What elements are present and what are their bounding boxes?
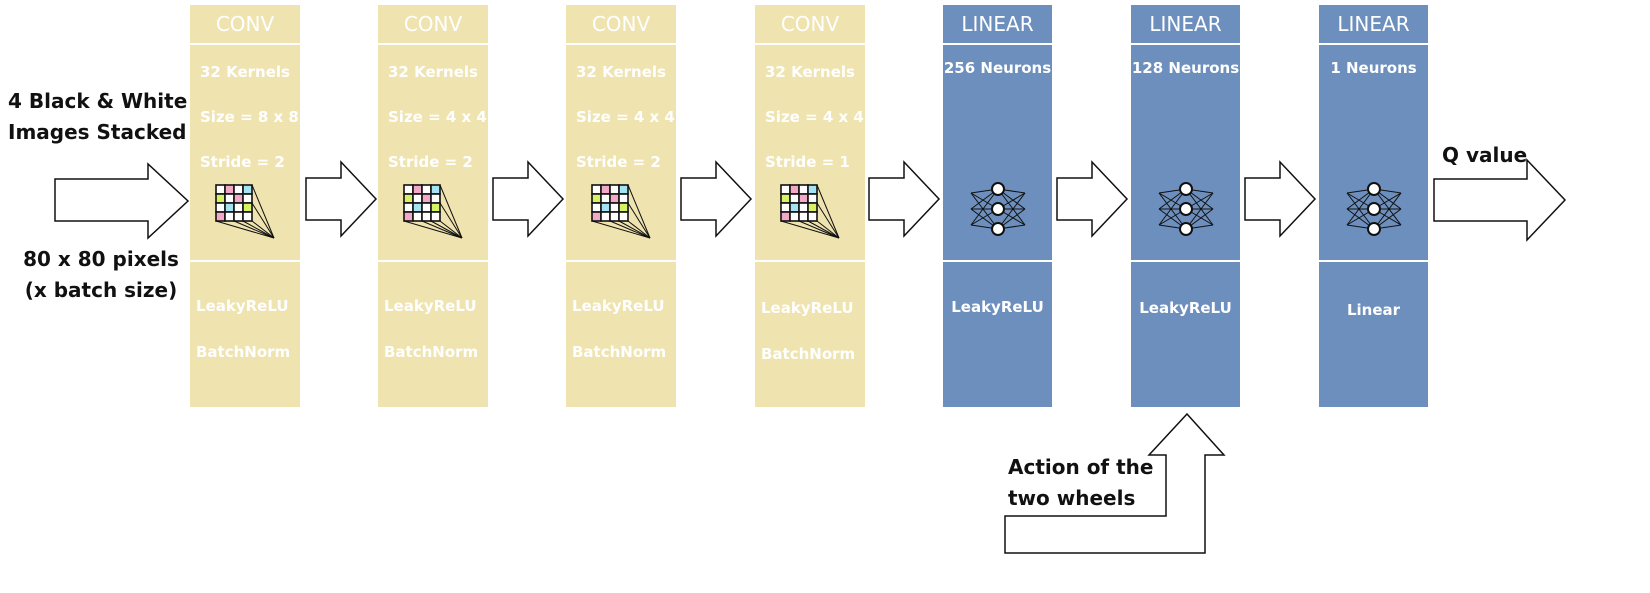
conv-kernel-icon	[403, 184, 463, 239]
layer-header: CONV	[591, 12, 651, 36]
layer-neurons: 256 Neurons	[943, 59, 1052, 77]
layer-normalization: BatchNorm	[196, 343, 291, 361]
conv-kernel-icon	[215, 184, 275, 239]
layer-kernels: 32 Kernels	[388, 63, 478, 81]
layer-activation: LeakyReLU	[761, 299, 854, 317]
layer-neurons: 128 Neurons	[1131, 59, 1240, 77]
flow-arrow-5	[1056, 160, 1129, 238]
layer-kernels: 32 Kernels	[200, 63, 290, 81]
layer-activation: LeakyReLU	[951, 298, 1044, 316]
layer-divider	[943, 43, 1052, 45]
layer-divider	[378, 260, 488, 262]
layer-stride: Stride = 2	[388, 153, 473, 171]
layer-activation: LeakyReLU	[1139, 299, 1232, 317]
layer-divider	[566, 260, 676, 262]
layer-kernel-size: Size = 4 x 4	[765, 108, 864, 126]
layer-divider	[1319, 43, 1428, 45]
layer-kernel-size: Size = 8 x 8	[200, 108, 299, 126]
flow-arrow-2	[492, 160, 565, 238]
layer-header: LINEAR	[961, 12, 1034, 36]
layer-kernel-size: Size = 4 x 4	[388, 108, 487, 126]
linear-layer-2: LINEAR 128 Neurons LeakyReLU	[1131, 5, 1240, 407]
flow-arrow-6	[1244, 160, 1317, 238]
input-description: 4 Black & White Images Stacked	[8, 89, 188, 144]
layer-header: LINEAR	[1337, 12, 1410, 36]
linear-layer-3: LINEAR 1 Neurons Linear	[1319, 5, 1428, 407]
neural-net-icon	[1158, 182, 1214, 236]
layer-divider	[1131, 43, 1240, 45]
layer-normalization: BatchNorm	[761, 345, 856, 363]
layer-header: LINEAR	[1149, 12, 1222, 36]
neural-net-icon	[1346, 182, 1402, 236]
input-arrow	[54, 162, 190, 240]
layer-divider	[755, 43, 865, 45]
conv-kernel-icon	[780, 184, 840, 239]
layer-header: CONV	[215, 12, 275, 36]
layer-stride: Stride = 1	[765, 153, 850, 171]
layer-activation: LeakyReLU	[196, 297, 289, 315]
layer-kernels: 32 Kernels	[765, 63, 855, 81]
layer-divider	[943, 260, 1052, 262]
layer-divider	[1131, 260, 1240, 262]
layer-kernel-size: Size = 4 x 4	[576, 108, 675, 126]
neural-net-icon	[970, 182, 1026, 236]
conv-kernel-icon	[591, 184, 651, 239]
layer-activation: LeakyReLU	[572, 297, 665, 315]
output-arrow	[1433, 158, 1567, 242]
layer-divider	[1319, 260, 1428, 262]
flow-arrow-4	[868, 160, 941, 238]
linear-layer-1: LINEAR 256 Neurons LeakyReLU	[943, 5, 1052, 407]
flow-arrow-1	[305, 160, 378, 238]
layer-activation: LeakyReLU	[384, 297, 477, 315]
output-label: Q value	[1442, 143, 1528, 167]
action-input-label: Action of the two wheels	[1008, 455, 1154, 510]
flow-arrow-3	[680, 160, 753, 238]
layer-divider	[566, 43, 676, 45]
layer-divider	[190, 260, 300, 262]
layer-kernels: 32 Kernels	[576, 63, 666, 81]
layer-stride: Stride = 2	[576, 153, 661, 171]
conv-layer-4: CONV 32 Kernels Size = 4 x 4 Stride = 1 …	[755, 5, 865, 407]
layer-divider	[378, 43, 488, 45]
layer-divider	[190, 43, 300, 45]
layer-header: CONV	[403, 12, 463, 36]
layer-normalization: BatchNorm	[572, 343, 667, 361]
layer-neurons: 1 Neurons	[1330, 59, 1417, 77]
layer-divider	[755, 260, 865, 262]
conv-layer-2: CONV 32 Kernels Size = 4 x 4 Stride = 2 …	[378, 5, 488, 407]
layer-header: CONV	[780, 12, 840, 36]
input-size-label: 80 x 80 pixels (x batch size)	[23, 247, 179, 302]
action-arrow	[1004, 412, 1226, 554]
layer-normalization: BatchNorm	[384, 343, 479, 361]
conv-layer-3: CONV 32 Kernels Size = 4 x 4 Stride = 2 …	[566, 5, 676, 407]
conv-layer-1: CONV 32 Kernels Size = 8 x 8 Stride = 2 …	[190, 5, 300, 407]
layer-activation: Linear	[1346, 301, 1401, 319]
layer-stride: Stride = 2	[200, 153, 285, 171]
